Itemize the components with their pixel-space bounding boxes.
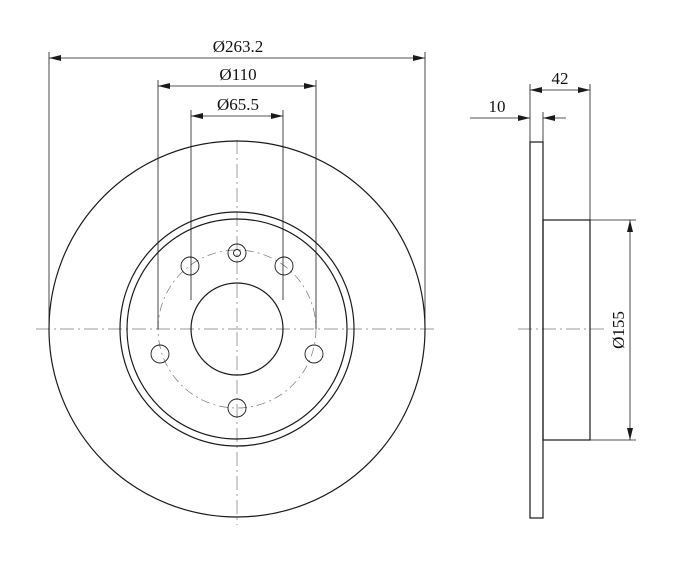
total-height-label: 42 xyxy=(552,69,569,88)
bolt-hole xyxy=(150,344,170,364)
bolt-holes xyxy=(150,243,324,418)
center-bore-dimension: Ø65.5 xyxy=(190,95,284,300)
center-bore xyxy=(190,282,284,376)
disc-thickness-dimension: 10 xyxy=(470,97,566,142)
hat-diameter-label: Ø155 xyxy=(609,311,628,349)
hat-inner-ring xyxy=(126,218,348,440)
side-view: 42 10 Ø155 xyxy=(470,69,636,519)
bolt-hole xyxy=(227,243,247,263)
bolt-hole xyxy=(227,398,247,418)
outer-diameter-label: Ø263.2 xyxy=(213,37,264,56)
total-height-dimension: 42 xyxy=(529,69,591,220)
outer-diameter-dimension: Ø263.2 xyxy=(48,37,426,329)
bolt-circle-dimension: Ø110 xyxy=(157,65,317,329)
bolt-hole-center xyxy=(233,249,241,257)
hat-diameter-dimension: Ø155 xyxy=(590,219,636,441)
bolt-circle-label: Ø110 xyxy=(219,65,256,84)
hat-outer-ring xyxy=(119,211,355,447)
bolt-hole xyxy=(180,256,200,276)
bolt-hole xyxy=(304,344,324,364)
bolt-hole xyxy=(274,256,294,276)
disc-thickness-label: 10 xyxy=(489,97,506,116)
disc-ring-profile xyxy=(529,141,544,519)
front-view: Ø263.2 Ø110 Ø65.5 xyxy=(36,37,438,525)
center-bore-label: Ø65.5 xyxy=(217,95,259,114)
hat-profile xyxy=(542,219,591,441)
